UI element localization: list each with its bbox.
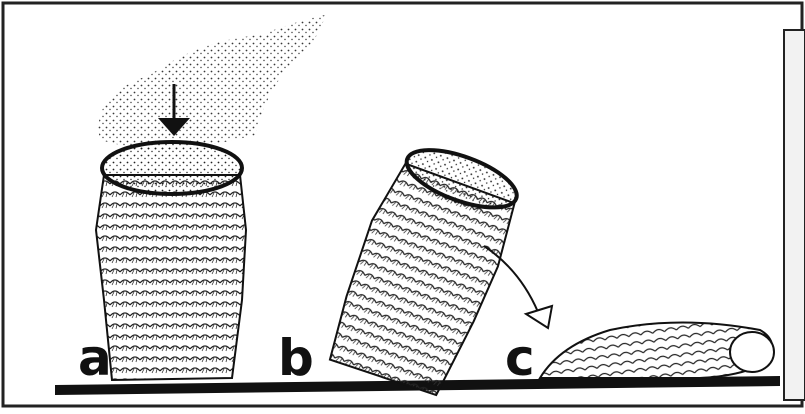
basket-a-top [102,142,242,194]
panel-label-b: b [278,333,314,383]
particle-cloud [99,15,325,150]
basket-a [96,175,246,380]
panel-label-c: c [505,333,535,383]
fall-arrow-head [526,306,552,328]
basket-c-end [730,332,774,372]
panel-label-a: a [78,333,112,383]
edge-strip [784,30,805,400]
basket-b [322,134,529,403]
